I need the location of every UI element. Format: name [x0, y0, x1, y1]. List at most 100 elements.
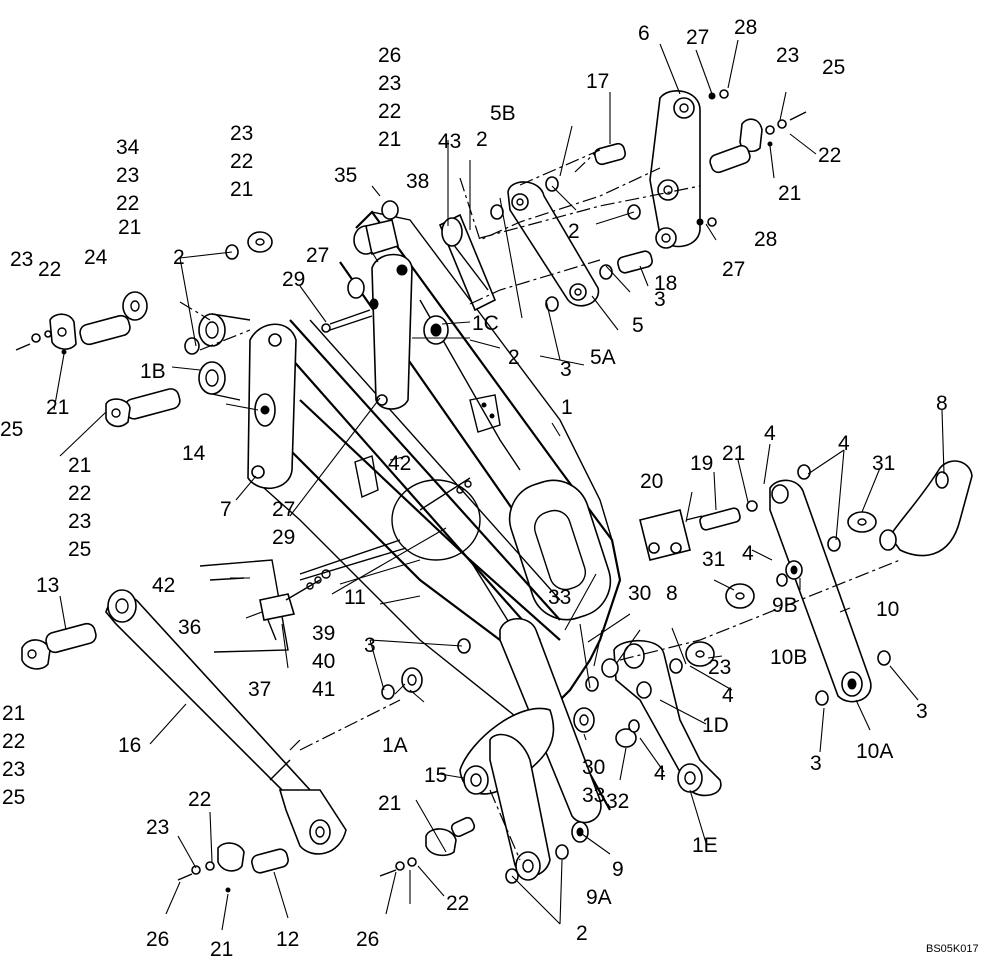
stack-left2-3: 25 — [2, 786, 25, 809]
part-19-20 — [639, 500, 758, 561]
callout-29: 29 — [282, 268, 305, 291]
callout-3-b: 3 — [654, 288, 666, 311]
callout-9B: 9B — [772, 594, 798, 617]
callout-1D: 1D — [702, 714, 729, 737]
callout-9A: 9A — [586, 886, 612, 909]
stack-3941-0: 39 — [312, 622, 335, 645]
stack-top2-1: 22 — [230, 150, 253, 173]
hydraulic-cylinder-16 — [105, 589, 347, 855]
stack-left2-0: 21 — [2, 702, 25, 725]
pin-bottom-center — [379, 816, 476, 877]
callout-20: 20 — [640, 470, 663, 493]
detail-inset — [199, 477, 481, 653]
stack-2729-1: 29 — [272, 526, 295, 549]
callout-36: 36 — [178, 616, 201, 639]
callout-8-center: 8 — [666, 582, 678, 605]
callout-23-left: 23 — [10, 248, 33, 271]
link-5 — [507, 181, 600, 307]
callout-27-top: 27 — [306, 244, 329, 267]
pin-35 — [353, 200, 399, 256]
link-8-center — [573, 640, 722, 797]
callout-1E: 1E — [692, 834, 718, 857]
callout-22-bottom-left: 22 — [188, 788, 211, 811]
callout-3-d: 3 — [810, 752, 822, 775]
callout-21-right-top: 21 — [778, 182, 801, 205]
callout-9: 9 — [612, 858, 624, 881]
callout-28-mid: 28 — [754, 228, 777, 251]
callout-18: 18 — [654, 272, 677, 295]
link-8-right — [797, 460, 973, 557]
bracket-38-43 — [438, 213, 497, 312]
callout-37: 37 — [248, 678, 271, 701]
callout-32: 32 — [606, 790, 629, 813]
callout-28-top: 28 — [734, 16, 757, 39]
callout-13: 13 — [36, 574, 59, 597]
washers-31 — [669, 583, 755, 674]
stack-left2-2: 23 — [2, 758, 25, 781]
pin-assembly-24 — [15, 291, 148, 355]
callout-42-top: 42 — [388, 452, 411, 475]
callout-38: 38 — [406, 170, 429, 193]
callout-2-mid: 2 — [568, 220, 580, 243]
callout-3-e: 3 — [916, 700, 928, 723]
callout-26-bottom: 26 — [356, 928, 379, 951]
callout-16: 16 — [118, 734, 141, 757]
callout-35: 35 — [334, 164, 357, 187]
callout-23-mid-right: 23 — [708, 656, 731, 679]
callout-1B: 1B — [140, 360, 166, 383]
callout-31-right: 31 — [872, 452, 895, 475]
leader-lines — [53, 39, 945, 931]
stack-3033-1: 33 — [582, 784, 605, 807]
callout-labels: 1 1A 1B 1C 1D 1E 2 2 2 2 2 3 3 3 3 3 4 4… — [0, 16, 948, 961]
stack-3941-1: 40 — [312, 650, 335, 673]
stack-left1-3: 25 — [68, 538, 91, 561]
callout-5B: 5B — [490, 102, 516, 125]
pivot-bushings-left — [184, 313, 251, 401]
stack-left1-0: 21 — [68, 454, 91, 477]
callout-4-a: 4 — [764, 422, 776, 445]
link-27-bellcrank — [371, 253, 449, 410]
callout-2-left: 2 — [173, 246, 185, 269]
stack-top-0: 26 — [378, 44, 401, 67]
callout-11: 11 — [344, 586, 366, 609]
callout-21-left: 21 — [46, 396, 69, 419]
callout-1: 1 — [561, 396, 573, 419]
callout-22-bottom: 22 — [446, 892, 469, 915]
callout-21-bottom: 21 — [378, 792, 401, 815]
pin-assembly-right-top — [696, 89, 807, 227]
stack-3033-0: 30 — [582, 756, 605, 779]
stack-left1-1: 22 — [68, 482, 91, 505]
stack-34-0: 34 — [116, 136, 140, 159]
callout-1C: 1C — [472, 312, 499, 335]
stack-left1-2: 23 — [68, 510, 91, 533]
callout-19: 19 — [690, 452, 713, 475]
callout-5A: 5A — [590, 346, 616, 369]
callout-2-bottom: 2 — [576, 922, 588, 945]
callout-27-right: 27 — [722, 258, 745, 281]
link-6 — [649, 90, 701, 249]
callout-26-bottom-left: 26 — [146, 928, 169, 951]
callout-21-bottom-left: 21 — [210, 938, 233, 961]
pin-13 — [21, 622, 97, 670]
stack-top-3: 21 — [378, 128, 401, 151]
stack-3941-2: 41 — [312, 678, 335, 701]
callout-6: 6 — [638, 22, 650, 45]
callout-2-top: 2 — [476, 128, 488, 151]
callout-14: 14 — [182, 442, 206, 465]
callout-21-top-left: 21 — [118, 216, 141, 239]
stack-34-2: 22 — [116, 192, 139, 215]
callout-23-bottom-left: 23 — [146, 816, 169, 839]
callout-10A: 10A — [856, 740, 893, 763]
callout-4-b: 4 — [838, 432, 850, 455]
callout-10B: 10B — [770, 646, 807, 669]
stacked-callouts: 26 23 22 21 23 22 21 34 23 22 21 22 23 2… — [2, 44, 605, 809]
callout-4-c: 4 — [742, 542, 754, 565]
stack-34-1: 23 — [116, 164, 139, 187]
callout-3-a: 3 — [560, 358, 572, 381]
callout-4-e: 4 — [654, 762, 666, 785]
stack-top-2: 22 — [378, 100, 401, 123]
callout-27-right-top: 27 — [686, 26, 709, 49]
callout-22-right: 22 — [818, 144, 841, 167]
